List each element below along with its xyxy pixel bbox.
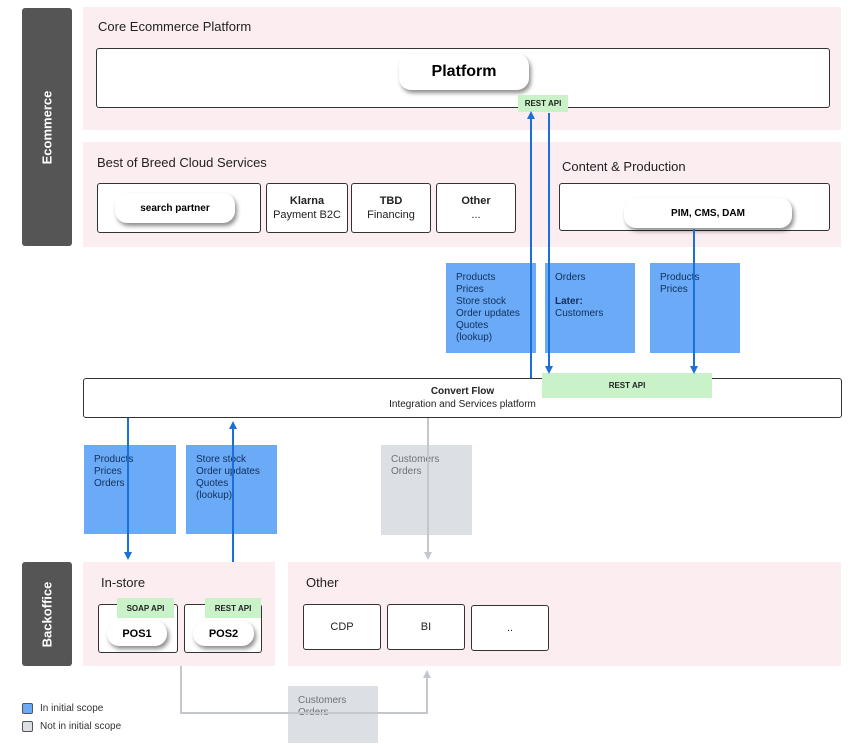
flow-item: Orders (555, 272, 586, 283)
flow-box-from-instore: Store stock Order updates Quotes (lookup… (186, 445, 277, 534)
other-label: Other (306, 575, 339, 590)
legend-in-scope-label: In initial scope (40, 703, 104, 714)
platform-rest-api-badge: REST API (518, 95, 568, 112)
bi-label: BI (420, 621, 432, 633)
ecommerce-sidebar: Ecommerce (22, 8, 72, 246)
klarna-sub: Payment B2C (273, 209, 341, 221)
flow-box-to-platform: Products Prices Store stock Order update… (446, 263, 536, 353)
instore-zone: In-store SOAP API POS1 REST API POS2 (83, 562, 275, 666)
flow-item: Prices (456, 284, 484, 295)
flow-box-to-instore: Products Prices Orders (84, 445, 176, 534)
flow-item: Quotes (lookup) (456, 320, 493, 343)
legend-not-in-scope-swatch (22, 721, 33, 732)
tbd-sub: Financing (367, 209, 415, 221)
arrow-instore-to-other (180, 666, 431, 714)
platform-node: Platform (399, 54, 529, 90)
search-partner-node: search partner (115, 193, 235, 223)
content-production-label: Content & Production (562, 159, 686, 174)
flow-box-orders: Orders Later: Customers (545, 263, 635, 353)
best-of-breed-zone: Best of Breed Cloud Services search part… (83, 142, 841, 247)
legend-not-in-scope-label: Not in initial scope (40, 721, 122, 732)
core-platform-label: Core Ecommerce Platform (98, 19, 252, 34)
flow-item: Store stock (196, 454, 247, 465)
legend-in-scope-swatch (22, 703, 33, 714)
convert-flow-box: Convert Flow Integration and Services pl… (83, 378, 842, 418)
other-service-tile: Other ... (436, 183, 516, 233)
cdp-label: CDP (330, 621, 354, 633)
pos1-soap-api-badge: SOAP API (117, 598, 174, 618)
more-tile: .. (471, 605, 549, 651)
more-label: .. (506, 622, 514, 634)
flow-item: Order updates (456, 308, 520, 319)
flow-item: Store stock (456, 296, 507, 307)
flow-item: Products (94, 454, 134, 465)
best-of-breed-label: Best of Breed Cloud Services (97, 155, 267, 170)
flow-item: Customers (555, 308, 604, 319)
flow-item: Order updates (196, 466, 260, 477)
core-platform-zone: Core Ecommerce Platform Platform REST AP… (83, 7, 841, 130)
flow-item: Customers (391, 454, 440, 465)
flow-item: Customers (298, 695, 347, 706)
flow-item: Orders (391, 466, 422, 477)
pim-cms-dam-node: PIM, CMS, DAM (624, 198, 792, 228)
other-service-sub: ... (471, 209, 481, 221)
flow-item: Prices (94, 466, 122, 477)
other-zone: Other CDP BI .. (288, 562, 841, 666)
pos2-node: POS2 (193, 621, 254, 646)
flow-box-to-other: Customers Orders (381, 445, 472, 535)
instore-label: In-store (101, 575, 146, 590)
backoffice-sidebar: Backoffice (22, 562, 72, 666)
flow-item: Prices (660, 284, 688, 295)
flow-item: Orders (94, 478, 125, 489)
klarna-tile: Klarna Payment B2C (266, 183, 348, 233)
flow-item: Products (660, 272, 700, 283)
tbd-title: TBD (379, 195, 403, 207)
flow-item: Products (456, 272, 496, 283)
flow-item-later: Later: (555, 296, 583, 307)
flow-item: Quotes (lookup) (196, 478, 233, 501)
cdp-tile: CDP (303, 604, 381, 650)
other-service-title: Other (461, 195, 491, 207)
convert-flow-rest-api-badge: REST API (542, 373, 712, 398)
convert-flow-title: Convert Flow (430, 386, 495, 397)
bi-tile: BI (387, 604, 465, 650)
convert-flow-subtitle: Integration and Services platform (389, 399, 536, 410)
pos1-node: POS1 (107, 621, 167, 646)
tbd-tile: TBD Financing (351, 183, 431, 233)
klarna-title: Klarna (289, 195, 325, 207)
pos2-rest-api-badge: REST API (205, 598, 261, 618)
